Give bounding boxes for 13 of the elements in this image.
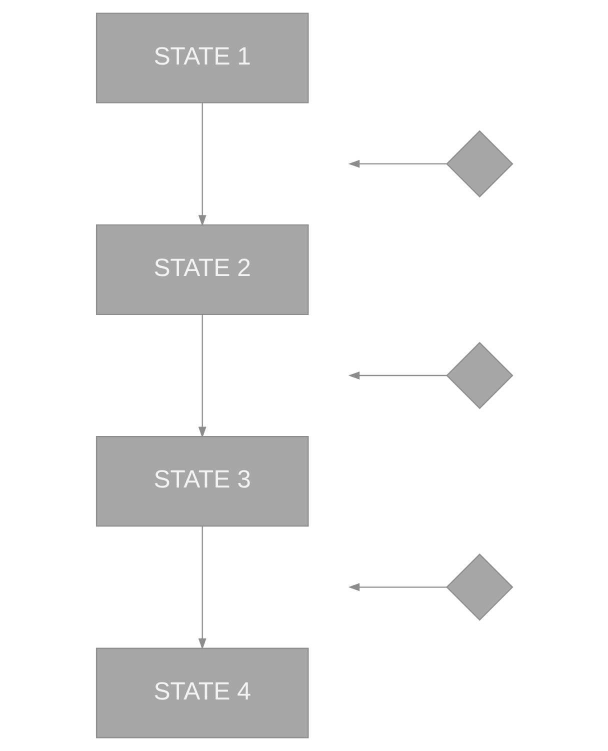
- arrow: [348, 583, 446, 592]
- arrow: [348, 160, 446, 168]
- arrow: [198, 103, 206, 226]
- node-diamond: [446, 130, 513, 198]
- arrow: [198, 314, 206, 438]
- node-box: STATE 2: [95, 224, 308, 315]
- node-diamond: [446, 342, 513, 410]
- node-box: STATE 4: [95, 648, 308, 738]
- arrow: [198, 526, 206, 650]
- node-diamond: [446, 554, 513, 621]
- arrow: [348, 372, 446, 380]
- node-box: STATE 3: [95, 436, 308, 527]
- node-box: STATE 1: [95, 12, 308, 104]
